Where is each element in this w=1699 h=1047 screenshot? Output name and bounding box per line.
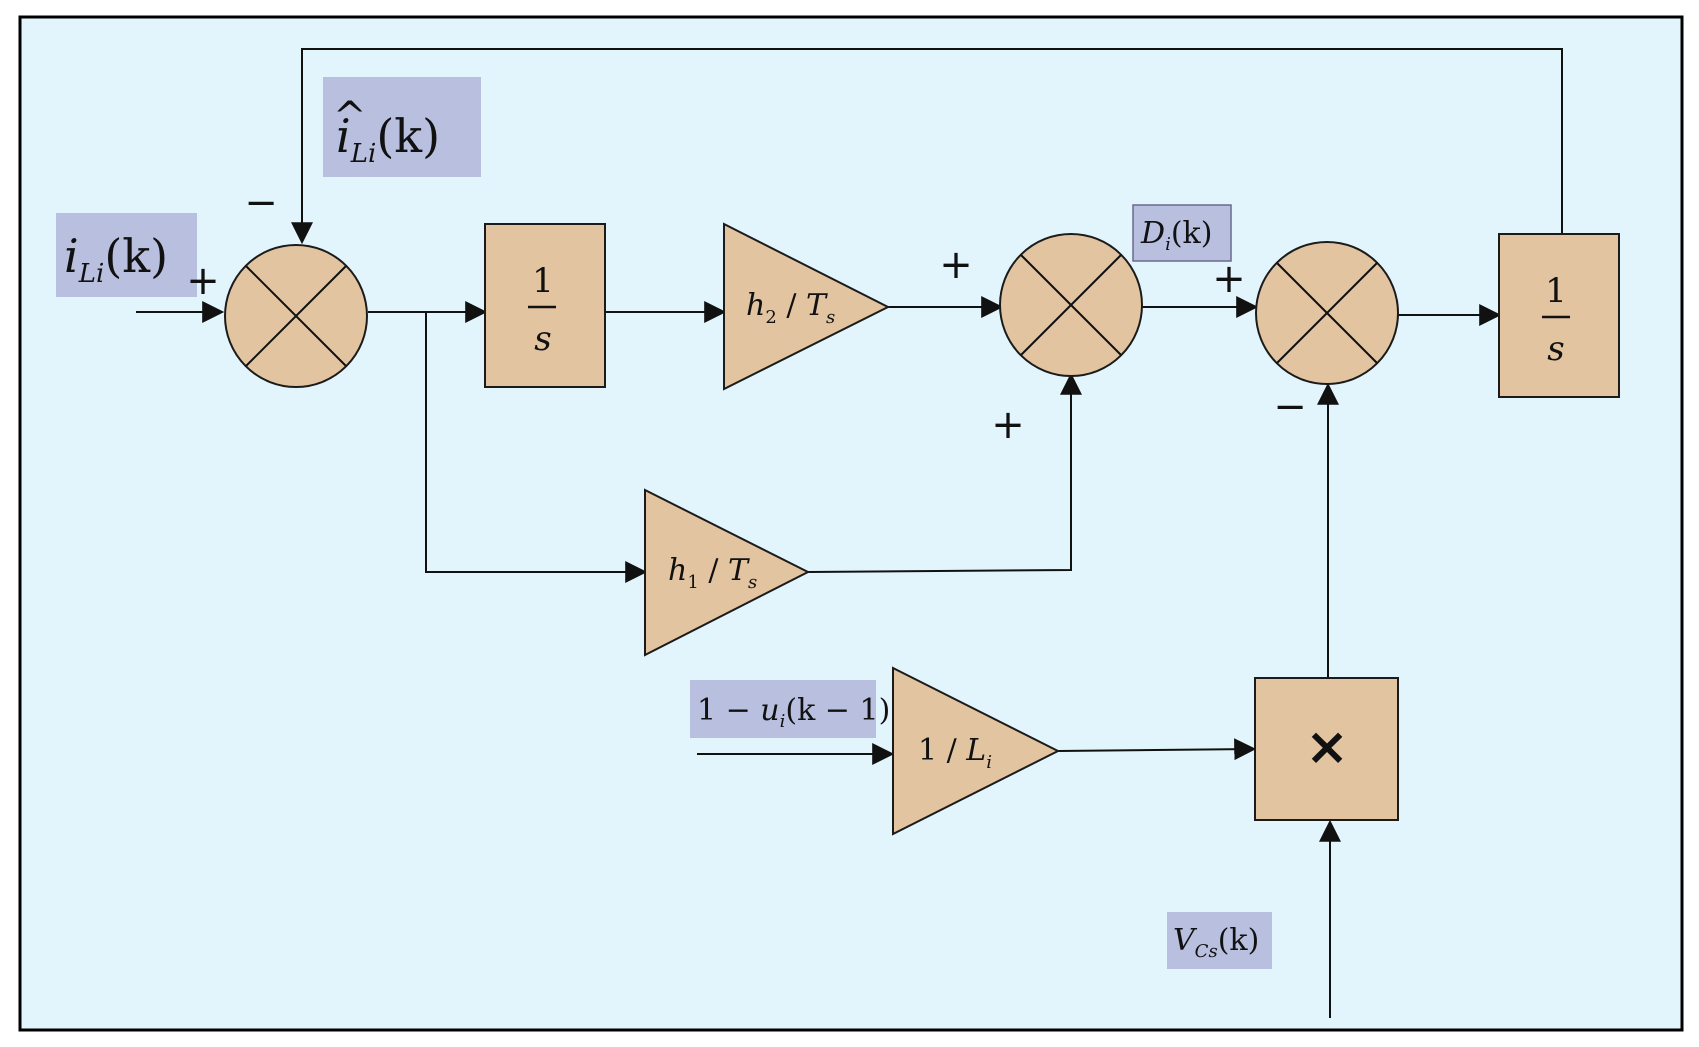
signal-label-iL-hat: ^ iLi(k) xyxy=(323,77,481,177)
wire-gainL-to-mult xyxy=(1057,738,1257,761)
integrator-2-denominator: s xyxy=(1547,329,1564,369)
gain-h2-label: h2 / Ts xyxy=(746,288,835,328)
integrator-2-numerator: 1 xyxy=(1545,271,1567,311)
signal-label-V: VCs(k) xyxy=(1167,912,1272,969)
signal-iL-text: iLi(k) xyxy=(64,229,168,289)
sign-sum1-feedback: − xyxy=(244,180,278,226)
integrator-block-1: 1 s xyxy=(484,223,606,388)
gain-inductance-label: 1 / Li xyxy=(918,733,992,773)
signal-label-D: Di(k) xyxy=(1132,204,1232,262)
signal-wires xyxy=(136,48,1563,1018)
signal-label-iL: iLi(k) xyxy=(56,213,197,297)
sign-sum2-top: + xyxy=(939,242,973,288)
signal-D-text: Di(k) xyxy=(1140,216,1212,255)
gain-block-h2: h2 / Ts xyxy=(723,222,891,391)
wire-branch-to-h1 xyxy=(425,312,648,583)
integrator-block-2: 1 s xyxy=(1498,233,1620,398)
gain-block-h1: h1 / Ts xyxy=(644,488,811,657)
wire-h1-to-sum2 xyxy=(807,372,1082,573)
gain-h1-label: h1 / Ts xyxy=(668,553,757,593)
summing-junction-1 xyxy=(224,244,368,388)
signal-label-u: 1 − ui(k − 1) xyxy=(690,680,890,738)
signal-iL-hat-accent: ^ xyxy=(333,94,367,140)
wire-feedback xyxy=(291,48,1563,245)
multiplier-block: × xyxy=(1254,677,1399,821)
sign-sum3-bottom: − xyxy=(1273,384,1307,430)
diagram-frame xyxy=(18,15,1684,1032)
integrator-1-numerator: 1 xyxy=(532,261,554,301)
sign-sum1-input: + xyxy=(186,258,220,304)
signal-iL-hat-text: iLi(k) xyxy=(336,109,440,169)
summing-junction-3 xyxy=(1255,241,1399,385)
integrator-1-denominator: s xyxy=(534,319,551,359)
sign-sum3-left: + xyxy=(1212,256,1246,302)
summing-junction-2 xyxy=(999,233,1143,377)
signal-V-text: VCs(k) xyxy=(1173,923,1259,962)
multiply-icon: × xyxy=(1305,717,1349,777)
signal-u-text: 1 − ui(k − 1) xyxy=(697,693,890,732)
sign-sum2-bottom: + xyxy=(991,402,1025,448)
gain-block-inductance: 1 / Li xyxy=(892,666,1061,836)
